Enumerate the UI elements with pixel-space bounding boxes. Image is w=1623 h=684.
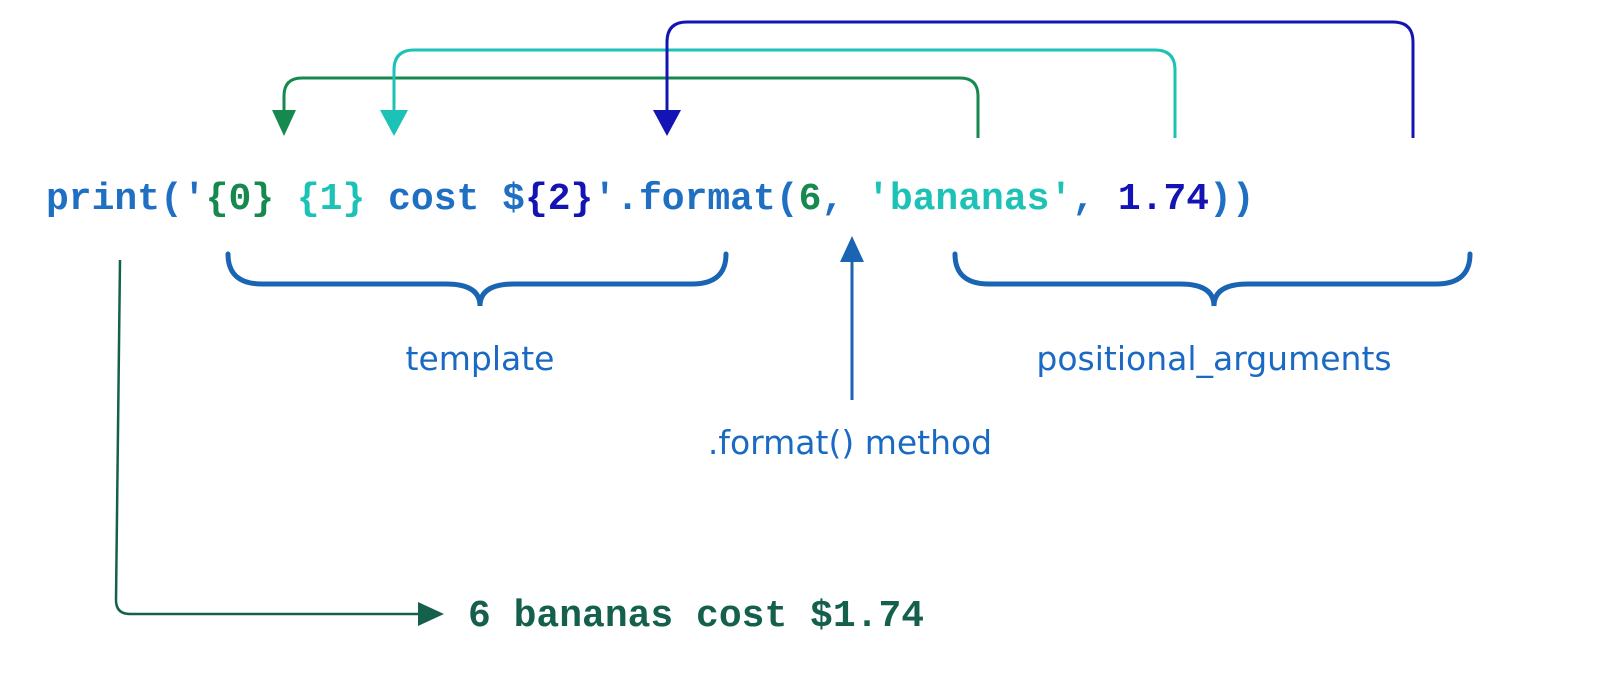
format-method-label: .format() method: [708, 423, 992, 462]
code-placeholder-2: {2}: [525, 178, 593, 221]
code-arg-2: 1.74: [1118, 178, 1209, 221]
positional-arguments-label: positional_arguments: [1036, 339, 1391, 378]
code-placeholder-1: {1}: [297, 178, 365, 221]
arrowhead-icon: [840, 236, 864, 262]
print-output-arrow: [114, 259, 444, 626]
arrow-arg2-to-placeholder2: [653, 20, 1415, 138]
arrow-arg0-to-placeholder0: [272, 76, 980, 138]
format-method-arrow: [840, 236, 864, 400]
code-format-call: '.format(: [593, 178, 798, 221]
code-placeholder-0: {0}: [206, 178, 274, 221]
arrowhead-icon: [272, 110, 296, 136]
code-space: [274, 178, 297, 221]
code-arg-1: 'bananas': [867, 178, 1072, 221]
arrowhead-icon: [653, 110, 681, 136]
template-label: template: [406, 339, 555, 378]
arrow-arg1-to-placeholder1: [380, 48, 1177, 138]
arrowhead-icon: [418, 602, 444, 626]
code-comma: ,: [821, 178, 867, 221]
arrowhead-icon: [380, 110, 408, 136]
positional-arguments-brace: [952, 251, 1473, 307]
code-arg-0: 6: [799, 178, 822, 221]
output-text: 6 bananas cost $1.74: [468, 595, 924, 638]
code-cost: cost $: [365, 178, 525, 221]
code-comma: ,: [1072, 178, 1118, 221]
code-print: print(': [46, 178, 206, 221]
code-line: print('{0} {1} cost ${2}'.format(6, 'ban…: [46, 178, 1255, 221]
template-brace: [225, 251, 729, 307]
code-close-parens: )): [1209, 178, 1255, 221]
